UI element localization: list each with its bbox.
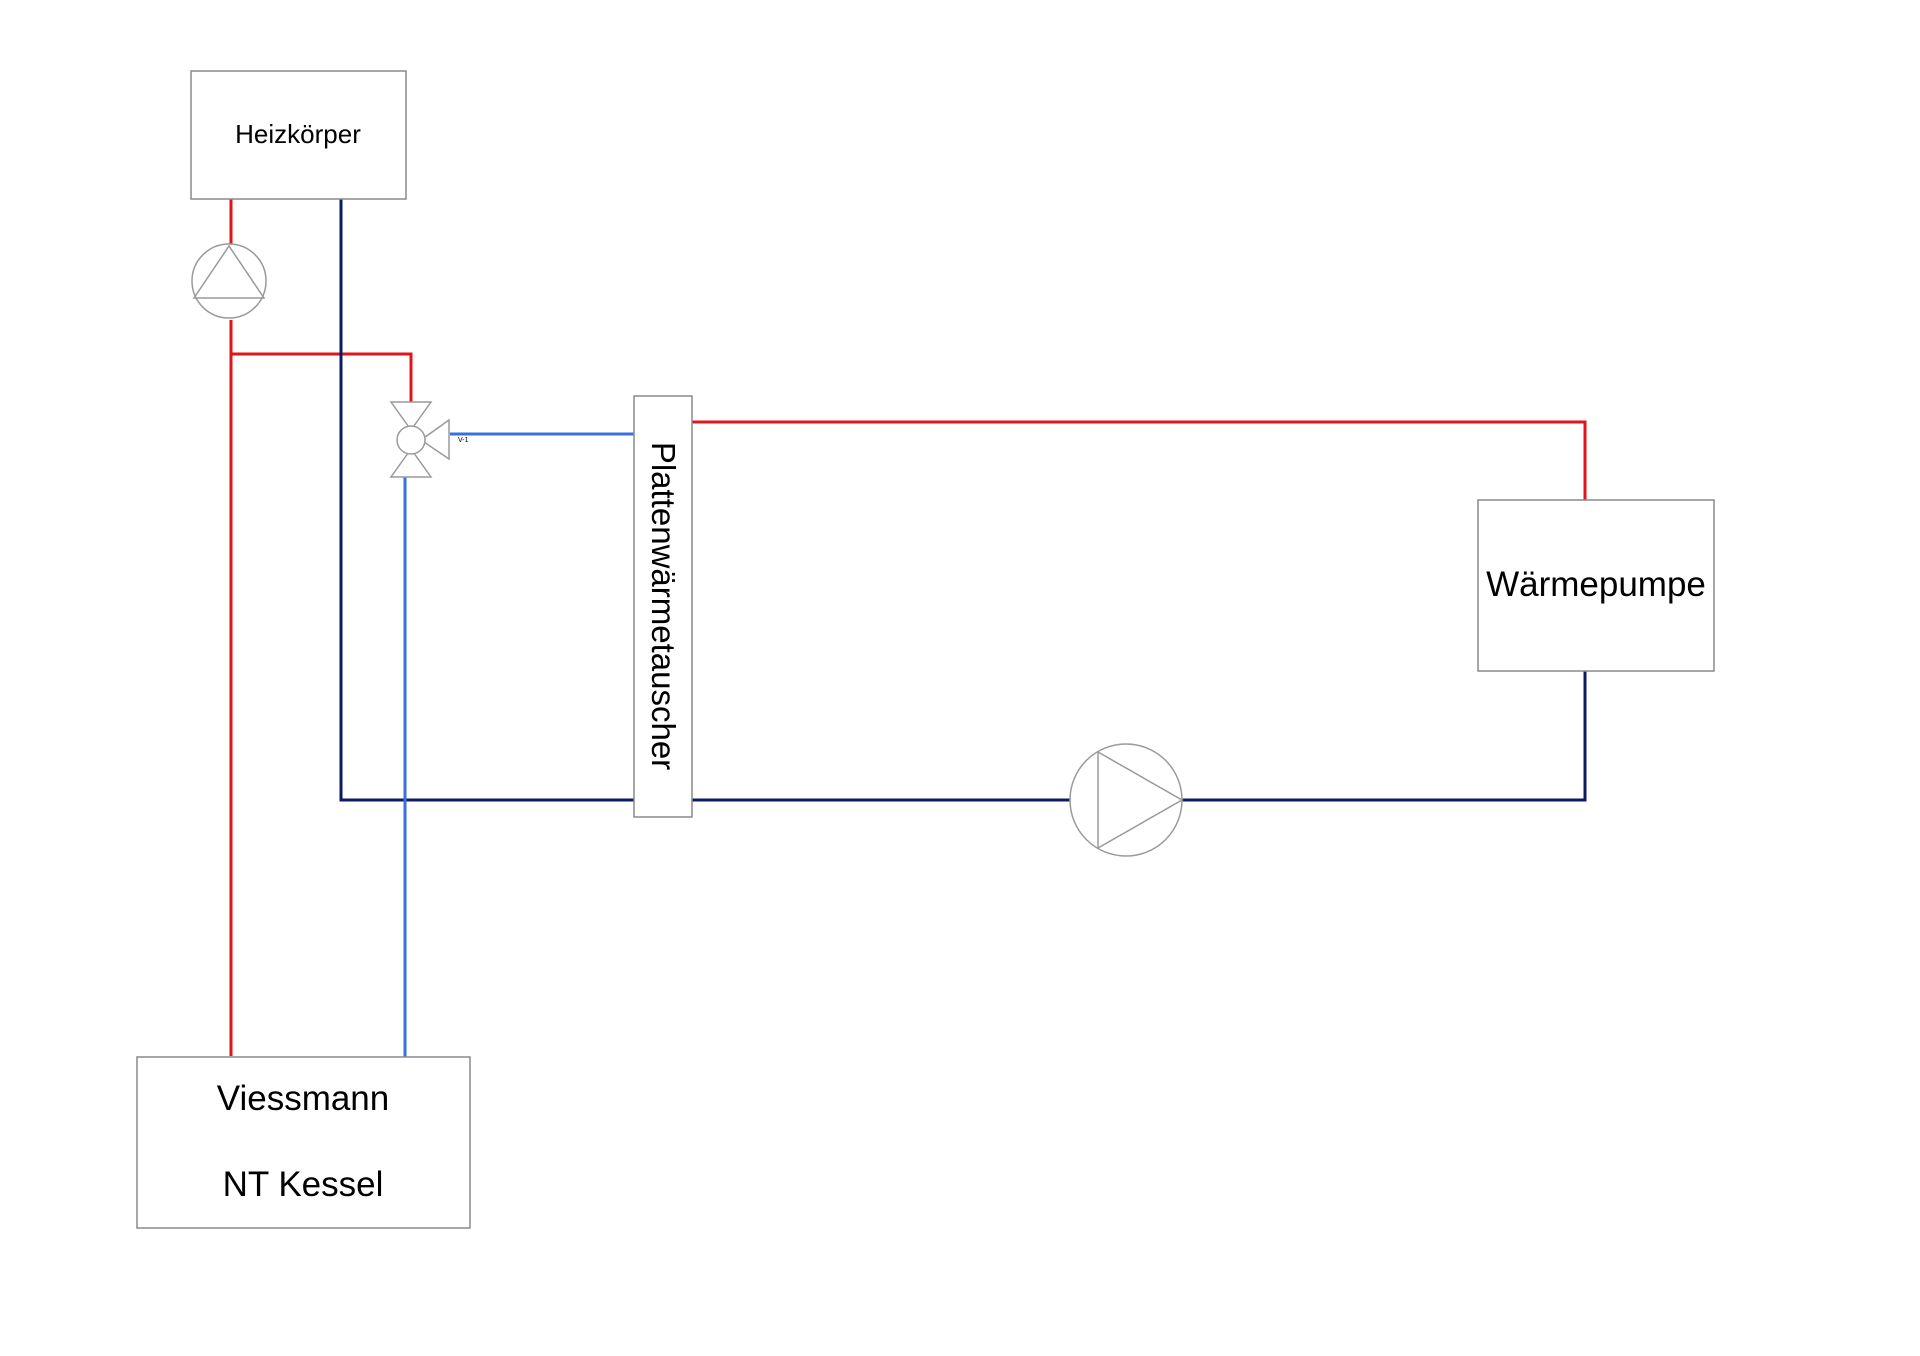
valve-tag: V-1 (458, 437, 469, 444)
boiler-label-line1: Viessmann (217, 1079, 390, 1118)
valve-icon (389, 401, 450, 478)
boiler-box (136, 1056, 471, 1229)
pump-icon (1069, 743, 1183, 857)
plate-heat-exchanger: Plattenwärmetauscher (633, 395, 693, 818)
return-pipe-radiator (339, 198, 634, 802)
pump-heatpump-circuit (1069, 743, 1184, 857)
heat-pump-label: Wärmepumpe (1486, 565, 1706, 604)
return-pipes (339, 198, 1587, 802)
supply-pipe-exchanger-heatpump (692, 420, 1587, 500)
supply-pipe-branch-valve (231, 352, 413, 402)
radiator: Heizkörper (190, 70, 407, 200)
boiler-return-pipes (403, 432, 634, 1057)
heat-pump: Wärmepumpe (1477, 499, 1715, 672)
boiler-label-line2: NT Kessel (223, 1165, 384, 1204)
pump-radiator-circuit (191, 243, 267, 319)
pump-icon (191, 243, 267, 319)
pump-triangle-icon (1097, 750, 1184, 850)
pump-triangle-icon (192, 244, 266, 299)
plate-heat-exchanger-label: Plattenwärmetauscher (645, 442, 682, 770)
mixing-valve: V-1 (389, 401, 469, 478)
heat-pump-box (1477, 499, 1715, 672)
radiator-box (190, 70, 407, 200)
return-pipe-pump-heatpump (1182, 671, 1587, 802)
supply-pipes (229, 198, 1587, 1056)
boiler: Viessmann NT Kessel (136, 1056, 471, 1229)
radiator-label: Heizkörper (235, 119, 361, 149)
plate-heat-exchanger-box (633, 395, 693, 818)
valve-actuator-icon (396, 425, 426, 455)
